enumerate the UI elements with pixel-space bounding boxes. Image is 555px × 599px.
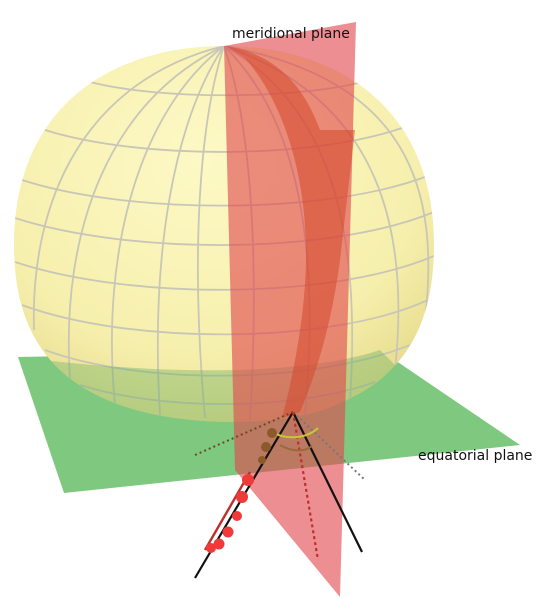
sphere (14, 46, 434, 422)
dashed-right (292, 411, 366, 481)
equatorial-plane-label: equatorial plane (418, 448, 533, 464)
meridional-plane-label: meridional plane (232, 26, 350, 42)
main-axis-red-seg (203, 471, 252, 551)
axis-markers (206, 428, 277, 553)
marker-red-3 (232, 511, 242, 521)
marker-red-2 (236, 491, 248, 503)
marker-red-6 (206, 543, 216, 553)
marker-brown-1 (267, 428, 277, 438)
marker-brown-2 (261, 442, 271, 452)
marker-red-1 (242, 474, 254, 486)
marker-brown-3 (258, 456, 266, 464)
meridional-sphere-strip (226, 46, 355, 418)
marker-red-4 (222, 526, 234, 538)
marker-red-5 (213, 538, 225, 550)
arc-brown (279, 444, 313, 452)
